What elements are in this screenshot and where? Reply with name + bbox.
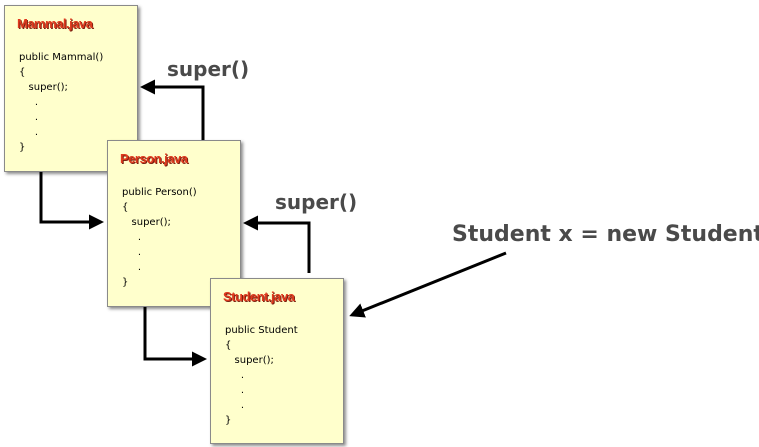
- flow-arrow-mammal-to-person: [39, 172, 104, 230]
- super-arrow-student-to-person: [243, 215, 311, 273]
- person-filename: Person.java: [120, 151, 188, 166]
- student-code: public Student { super(); . . . }: [225, 325, 298, 426]
- student-constructor-statement: Student x = new Student();: [452, 222, 759, 247]
- student-java-card: Student.java public Student { super(); .…: [210, 278, 344, 444]
- student-filename: Student.java: [223, 289, 295, 304]
- person-code: public Person() { super(); . . . }: [122, 187, 197, 288]
- super-label-upper: super(): [167, 57, 250, 81]
- mammal-filename: Mammal.java: [17, 16, 93, 31]
- mammal-java-card: Mammal.java public Mammal() { super(); .…: [4, 5, 138, 172]
- flow-arrow-person-to-student: [143, 307, 207, 367]
- super-arrow-person-to-mammal: [140, 79, 205, 140]
- mammal-code: public Mammal() { super(); . . . }: [19, 52, 104, 153]
- super-label-lower: super(): [275, 190, 358, 214]
- statement-arrow: [349, 251, 507, 318]
